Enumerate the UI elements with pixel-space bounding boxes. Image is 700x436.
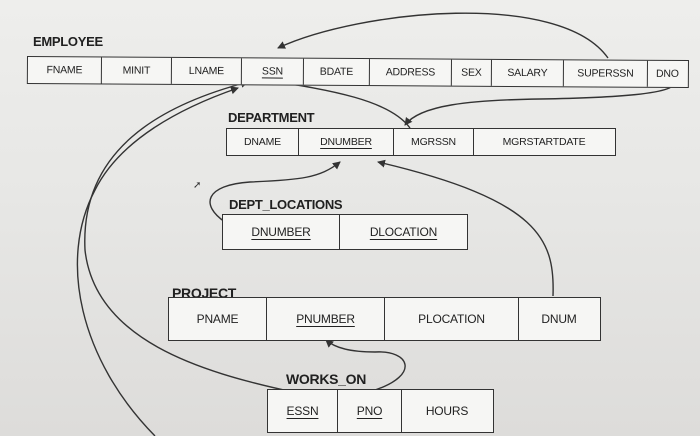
pointer-mark: ➚	[193, 180, 202, 191]
employee-dno: DNO	[655, 67, 679, 80]
works-on-pno: PNO	[338, 390, 402, 432]
employee-sex: SEX	[451, 59, 492, 86]
employee-salary: SALARY	[491, 59, 564, 87]
department-dname: DNAME	[227, 129, 299, 155]
arrow-superssn-to-ssn	[277, 12, 609, 59]
project-pname: PNAME	[169, 298, 267, 340]
project-plocation: PLOCATION	[385, 298, 519, 340]
dept-locations-dlocation: DLOCATION	[369, 225, 438, 239]
employee-ssn: SSN	[241, 58, 304, 85]
dept-locations-dnumber: DNUMBER	[223, 215, 340, 249]
employee-fname: FNAME	[27, 57, 102, 84]
employee-lname: LNAME	[171, 57, 242, 85]
arrow-deptloc-to-dnumber	[209, 161, 341, 223]
arrow-extra-to-ssn	[76, 86, 239, 436]
project-table: PNAME PNUMBER PLOCATION DNUM	[168, 297, 601, 341]
works-on-essn: ESSN	[268, 390, 338, 432]
department-mgrssn: MGRSSN	[394, 129, 474, 155]
dept-locations-table: DNUMBER DLOCATION	[222, 214, 468, 250]
department-title: DEPARTMENT	[228, 110, 315, 125]
employee-address: ADDRESS	[369, 59, 452, 86]
department-table: DNAME DNUMBER MGRSSN MGRSTARTDATE	[226, 128, 616, 156]
employee-bdate: BDATE	[303, 58, 370, 86]
department-mgrstartdate: MGRSTARTDATE	[502, 136, 586, 148]
employee-minit: MINIT	[101, 57, 172, 84]
project-dnum: DNUM	[541, 312, 577, 326]
department-dnumber: DNUMBER	[299, 129, 394, 155]
works-on-hours: HOURS	[425, 404, 469, 418]
works-on-table: ESSN PNO HOURS	[267, 389, 494, 433]
works-on-title: WORKS_ON	[286, 371, 367, 387]
employee-table: FNAME MINIT LNAME SSN BDATE ADDRESS SEX …	[26, 56, 689, 89]
employee-superssn: SUPERSSN	[563, 60, 648, 87]
project-pnumber: PNUMBER	[267, 298, 385, 340]
dept-locations-title: DEPT_LOCATIONS	[229, 197, 343, 212]
employee-title: EMPLOYEE	[33, 34, 103, 49]
